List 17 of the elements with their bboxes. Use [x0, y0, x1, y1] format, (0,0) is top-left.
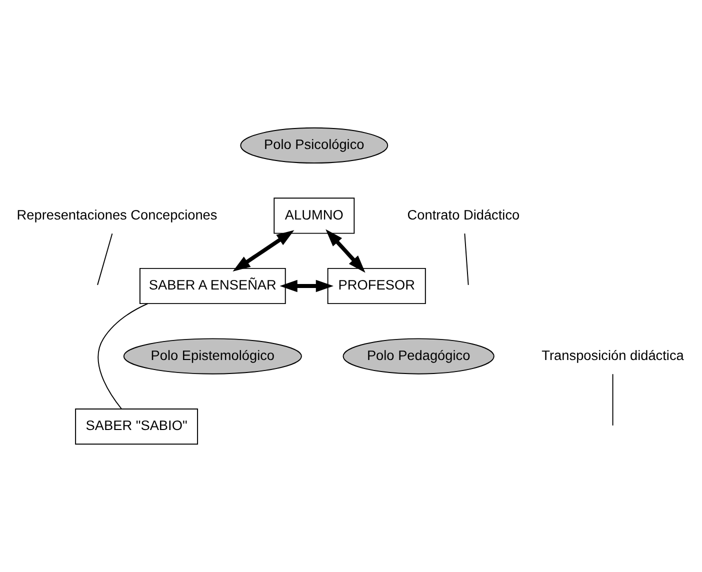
connector [98, 303, 148, 410]
node-box: ALUMNO [274, 198, 355, 234]
connector [612, 374, 614, 426]
node-ellipse: Polo Pedagógico [342, 338, 494, 374]
node-text: Transposición didáctica [542, 348, 684, 363]
connector [97, 233, 113, 286]
node-ellipse: Polo Epistemológico [123, 338, 302, 374]
arrow [326, 229, 366, 273]
connector [464, 233, 469, 286]
node-box: SABER A ENSEÑAR [139, 268, 286, 304]
node-ellipse: Polo Psicológico [240, 127, 388, 164]
arrow [232, 230, 294, 272]
node-box: PROFESOR [327, 268, 426, 304]
node-text: Contrato Didáctico [407, 207, 520, 222]
node-text: Representaciones Concepciones [16, 207, 218, 222]
node-box: SABER "SABIO" [75, 408, 198, 445]
arrow [280, 280, 334, 292]
